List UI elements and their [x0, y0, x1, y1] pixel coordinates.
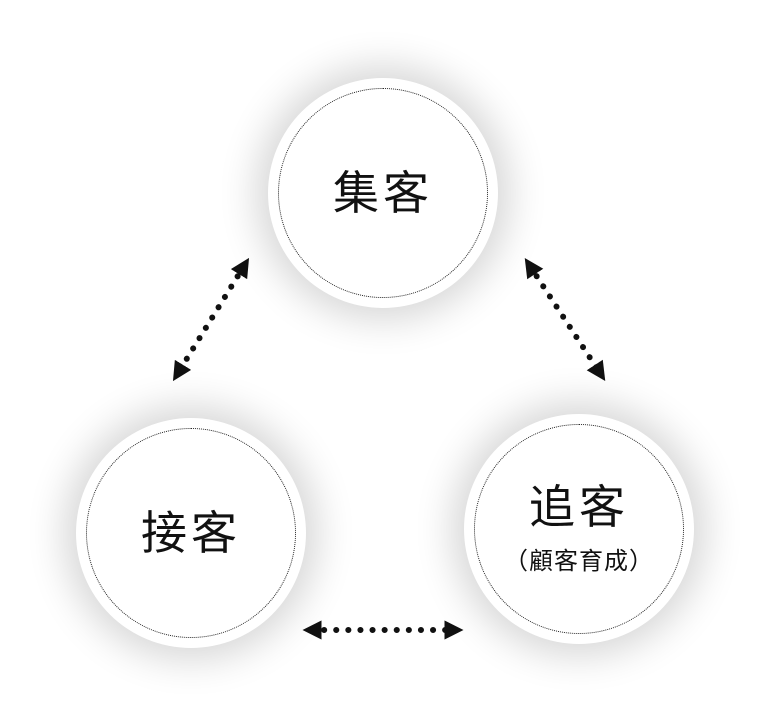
node-text: 接客	[141, 508, 241, 559]
node-sublabel-nurturing: （顧客育成）	[504, 546, 654, 575]
node-attract-customers: 集客	[268, 78, 498, 308]
arrow-top-right	[524, 257, 606, 382]
arrow-top-left	[172, 257, 250, 382]
node-follow-up: 追客 （顧客育成）	[464, 414, 694, 644]
dotted-ring	[278, 88, 488, 298]
node-label-attract: 集客	[333, 165, 433, 220]
dotted-ring	[474, 424, 684, 634]
node-label-follow-up: 追客	[529, 480, 629, 535]
node-label-service: 接客	[141, 505, 241, 560]
dotted-ring	[86, 428, 296, 638]
node-text: 追客 （顧客育成）	[504, 482, 654, 576]
node-text: 集客	[333, 168, 433, 219]
node-customer-service: 接客	[76, 418, 306, 648]
